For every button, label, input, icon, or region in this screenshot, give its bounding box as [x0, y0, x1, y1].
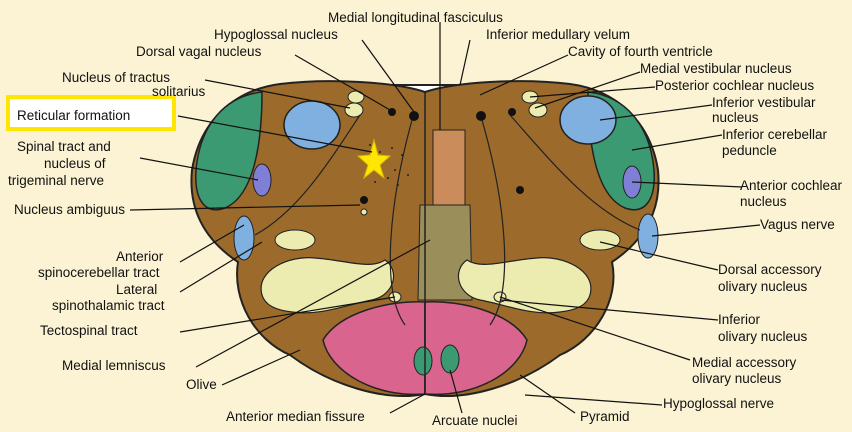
label-reticular-formation: Reticular formation: [17, 109, 130, 123]
label-hypoglossal-nerve: Hypoglossal nerve: [663, 397, 774, 411]
arcuate-nucleus-right: [441, 345, 459, 373]
label-inferior-olivary-2: olivary nucleus: [718, 330, 807, 344]
label-pyramid: Pyramid: [580, 410, 630, 424]
label-dorsal-accessory-olivary: Dorsal accessory: [718, 263, 822, 277]
label-medial-accessory-olivary-2: olivary nucleus: [692, 372, 781, 386]
nucleus-ambiguus-left: [360, 196, 368, 204]
label-inferior-cerebellar-peduncle-2: peduncle: [722, 144, 777, 158]
dorsal-accessory-olivary-right: [580, 230, 620, 250]
label-medial-accessory-olivary: Medial accessory: [692, 356, 796, 370]
label-medial-lemniscus: Medial lemniscus: [62, 359, 166, 373]
label-cavity-fourth-ventricle: Cavity of fourth ventricle: [568, 45, 713, 59]
label-anterior-spinocerebellar-2: spinocerebellar tract: [38, 266, 160, 280]
label-inferior-vestibular-nucleus-2: nucleus: [712, 111, 759, 125]
nucleus-ambiguus-right: [516, 186, 524, 194]
hypoglossal-nucleus-right: [476, 111, 486, 121]
dorsal-accessory-olivary-left: [275, 230, 315, 250]
label-medial-vestibular-nucleus: Medial vestibular nucleus: [640, 62, 792, 76]
inferior-vestibular-nucleus-left: [284, 101, 340, 149]
label-anterior-median-fissure: Anterior median fissure: [226, 410, 365, 424]
label-dorsal-accessory-olivary-2: olivary nucleus: [718, 280, 807, 294]
label-inferior-cerebellar-peduncle: Inferior cerebellar: [722, 128, 827, 142]
label-lateral-spinothalamic-2: spinothalamic tract: [52, 299, 165, 313]
inferior-vestibular-nucleus-right: [560, 96, 616, 144]
label-hypoglossal-nucleus: Hypoglossal nucleus: [214, 28, 338, 42]
label-spinal-tract-trigeminal-2: nucleus of: [44, 157, 106, 171]
dorsal-vagal-left: [348, 91, 364, 103]
arcuate-nucleus-left: [414, 347, 432, 375]
label-nucleus-ambiguus: Nucleus ambiguus: [14, 203, 125, 217]
label-inferior-vestibular-nucleus: Inferior vestibular: [712, 96, 816, 110]
medial-longitudinal-fasciculus: [433, 130, 465, 205]
nucleus-solitarius-left: [345, 103, 363, 117]
label-spinal-tract-trigeminal: Spinal tract and: [17, 140, 111, 154]
label-arcuate-nuclei: Arcuate nuclei: [432, 414, 518, 428]
label-posterior-cochlear-nucleus: Posterior cochlear nucleus: [655, 79, 814, 93]
label-olive: Olive: [186, 378, 217, 392]
label-medial-longitudinal-fasciculus: Medial longitudinal fasciculus: [328, 11, 503, 25]
label-tectospinal-tract: Tectospinal tract: [40, 324, 138, 338]
label-inferior-medullary-velum: Inferior medullary velum: [486, 28, 630, 42]
label-anterior-cochlear-nucleus: Anterior cochlear: [740, 179, 842, 193]
label-lateral-spinothalamic: Lateral: [116, 283, 157, 297]
label-nucleus-tractus-solitarius-2: solitarius: [152, 85, 205, 99]
hypoglossal-nucleus-left: [409, 111, 419, 121]
label-nucleus-tractus-solitarius: Nucleus of tractus: [62, 71, 170, 85]
label-dorsal-vagal-nucleus: Dorsal vagal nucleus: [136, 45, 261, 59]
label-anterior-cochlear-nucleus-2: nucleus: [740, 195, 787, 209]
label-anterior-spinocerebellar: Anterior: [116, 250, 163, 264]
label-spinal-tract-trigeminal-3: trigeminal nerve: [8, 174, 104, 188]
label-vagus-nerve: Vagus nerve: [760, 218, 835, 232]
small-dot-left: [361, 209, 367, 215]
dorsal-vagal-dot-right: [508, 108, 516, 116]
label-inferior-olivary: Inferior: [718, 313, 760, 327]
